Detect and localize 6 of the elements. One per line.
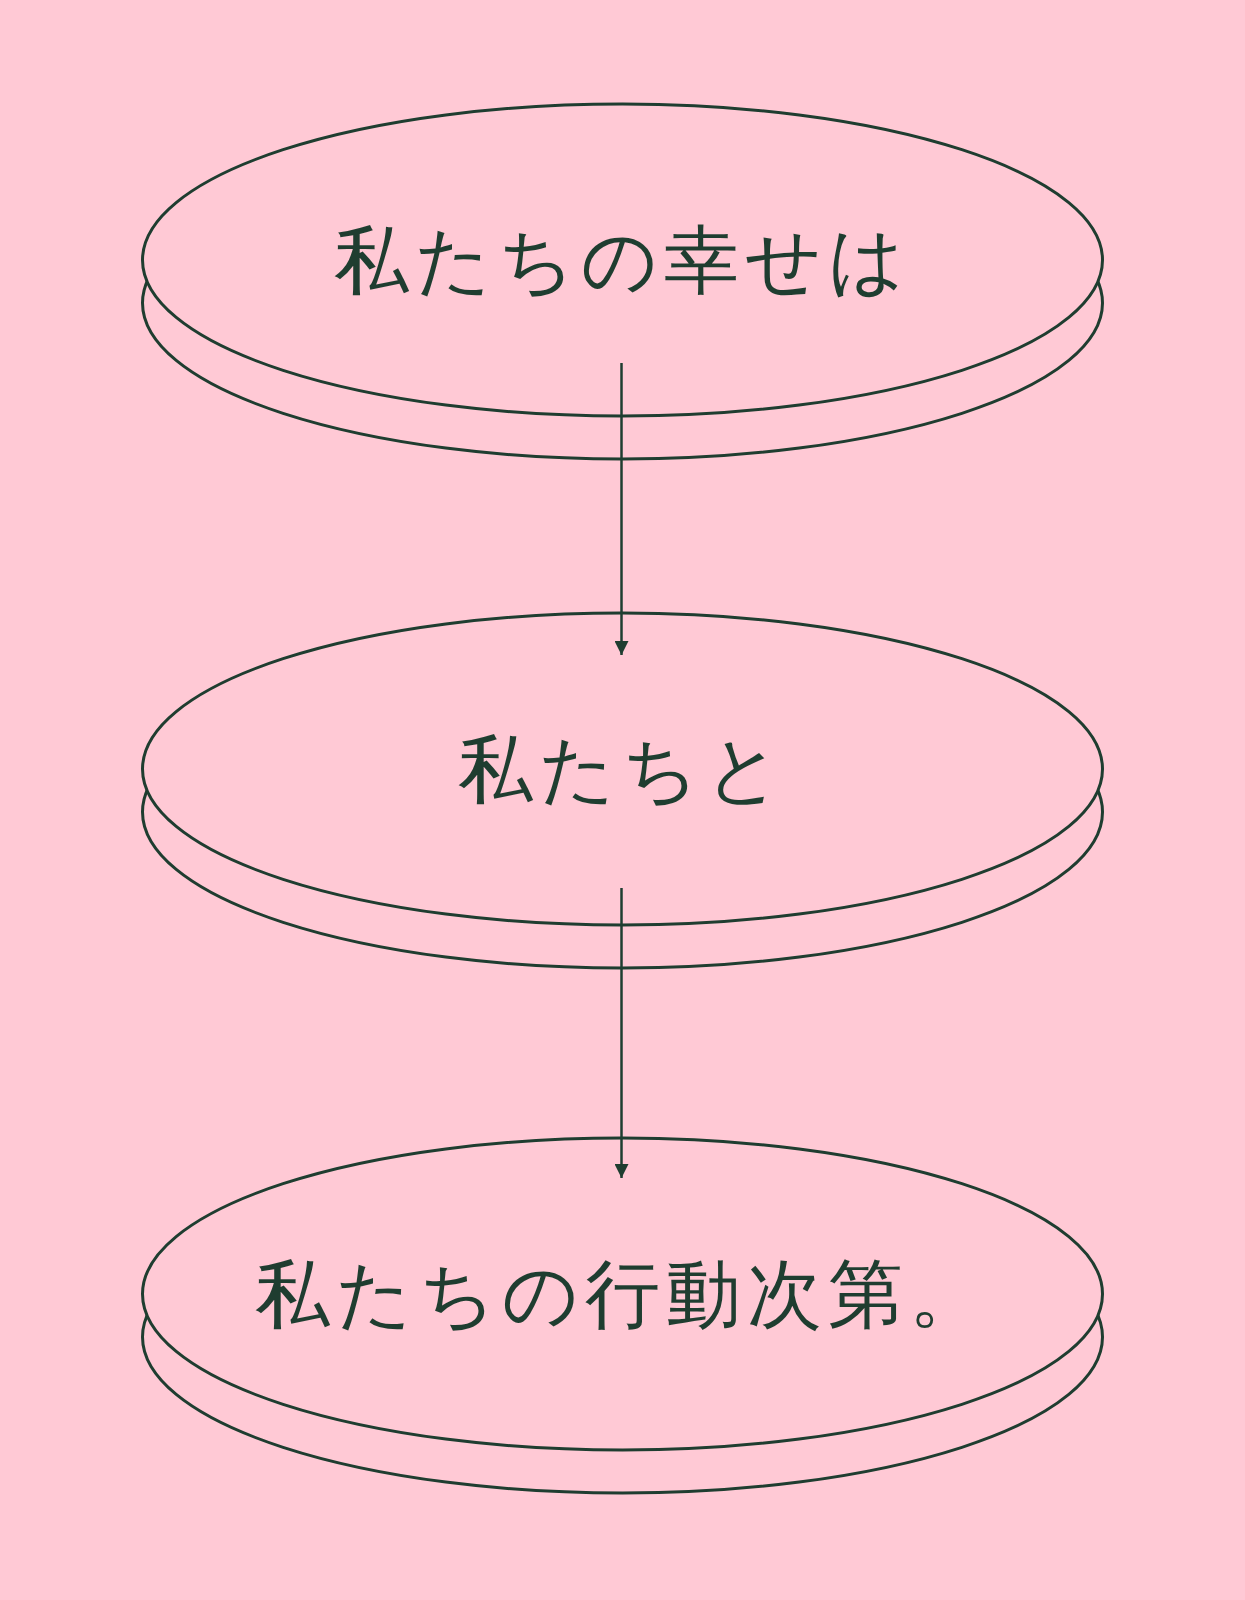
arrow — [614, 363, 629, 655]
node-label: 私たちの幸せは — [334, 222, 911, 298]
node-label: 私たちの行動次第。 — [255, 1256, 990, 1332]
disc-node — [141, 1136, 1104, 1498]
node-label: 私たちと — [457, 731, 788, 807]
arrow — [614, 888, 629, 1178]
